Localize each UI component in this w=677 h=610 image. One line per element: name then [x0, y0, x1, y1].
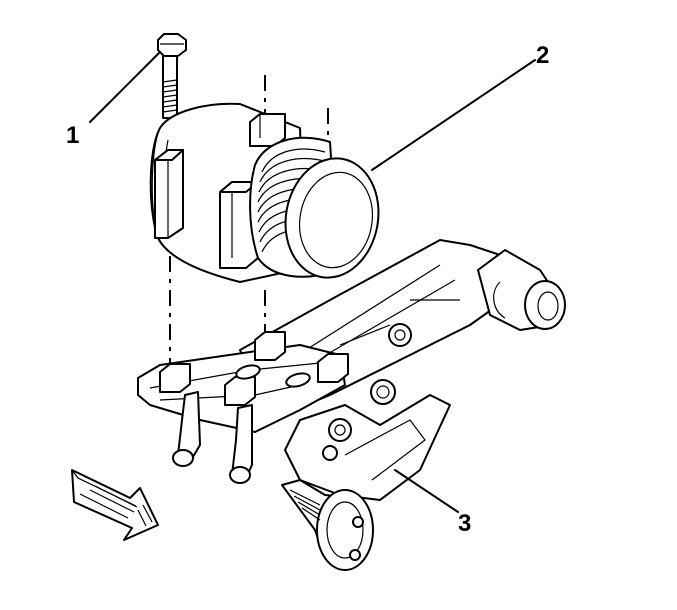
- leader-line-1: [89, 51, 161, 123]
- leader-lines: [89, 51, 536, 513]
- leader-line-2: [371, 59, 536, 171]
- callout-1: 1: [66, 122, 79, 149]
- leader-line-3: [394, 469, 459, 513]
- bolt: [157, 33, 187, 119]
- mounting-bracket: [137, 239, 566, 571]
- callout-3: 3: [458, 510, 471, 537]
- front-arrow-icon: [71, 469, 159, 541]
- compressor: [149, 102, 380, 283]
- callout-2: 2: [536, 42, 549, 69]
